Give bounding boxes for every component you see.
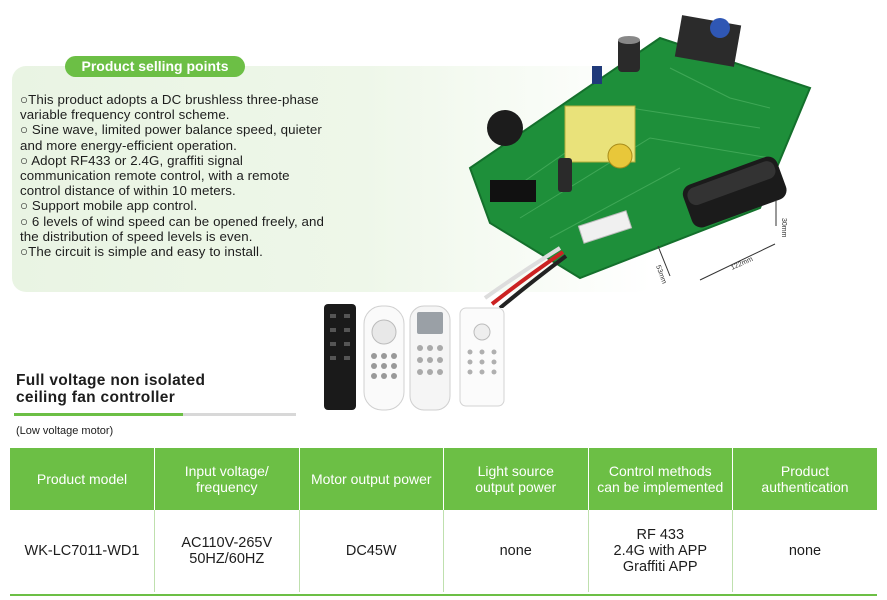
cell-light-power: none [443, 510, 589, 592]
selling-point: ○ Support mobile app control. [20, 198, 198, 214]
header-authentication: Product authentication [732, 448, 877, 510]
remote-white-lcd [409, 305, 451, 411]
motor-note: (Low voltage motor) [16, 425, 114, 437]
remote-controls-image [324, 304, 505, 411]
selling-points-list: ○This product adopts a DC brushless thre… [20, 92, 330, 259]
product-title-line2: ceiling fan controller [16, 389, 176, 406]
selling-point: ○This product adopts a DC brushless thre… [20, 92, 319, 123]
cell-product-model: WK-LC7011-WD1 [10, 510, 155, 592]
header-light-power: Light source output power [443, 448, 589, 510]
remote-white-slim [459, 307, 505, 407]
header-product-model: Product model [10, 448, 155, 510]
cell-control-methods: RF 433 2.4G with APP Graffiti APP [588, 510, 733, 592]
title-underline [14, 413, 296, 416]
cell-authentication: none [788, 543, 822, 559]
receiver-length-label: 122mm [730, 256, 754, 272]
remote-white-round [363, 305, 405, 411]
header-input-voltage: Input voltage/ frequency [154, 448, 300, 510]
controller-board-image: 30mm 53mm 122mm [468, 15, 812, 308]
header-control-methods: Control methods can be implemented [588, 448, 733, 510]
selling-point: ○ 6 levels of wind speed can be opened f… [20, 213, 325, 244]
receiver-height-label: 30mm [780, 218, 787, 238]
product-title-line1: Full voltage non isolated [16, 372, 206, 389]
selling-point: ○ Adopt RF433 or 2.4G, graffiti signal c… [20, 152, 290, 199]
spec-header-row: Product model Input voltage/ frequency M… [10, 448, 877, 510]
spec-table: Product model Input voltage/ frequency M… [10, 448, 877, 592]
table-row: WK-LC7011-WD1 AC110V-265V 50HZ/60HZ DC45… [10, 510, 877, 592]
table-bottom-rule [10, 594, 877, 596]
cell-motor-power: DC45W [299, 510, 444, 592]
remote-black [324, 304, 356, 410]
selling-points-title: Product selling points [65, 56, 245, 77]
receiver-width-label: 53mm [654, 264, 667, 285]
selling-point: ○ Sine wave, limited power balance speed… [20, 122, 322, 153]
cell-input-voltage: AC110V-265V 50HZ/60HZ [154, 510, 300, 592]
product-title: Full voltage non isolated ceiling fan co… [16, 372, 205, 406]
selling-point: ○The circuit is simple and easy to insta… [20, 244, 263, 260]
header-motor-power: Motor output power [299, 448, 444, 510]
